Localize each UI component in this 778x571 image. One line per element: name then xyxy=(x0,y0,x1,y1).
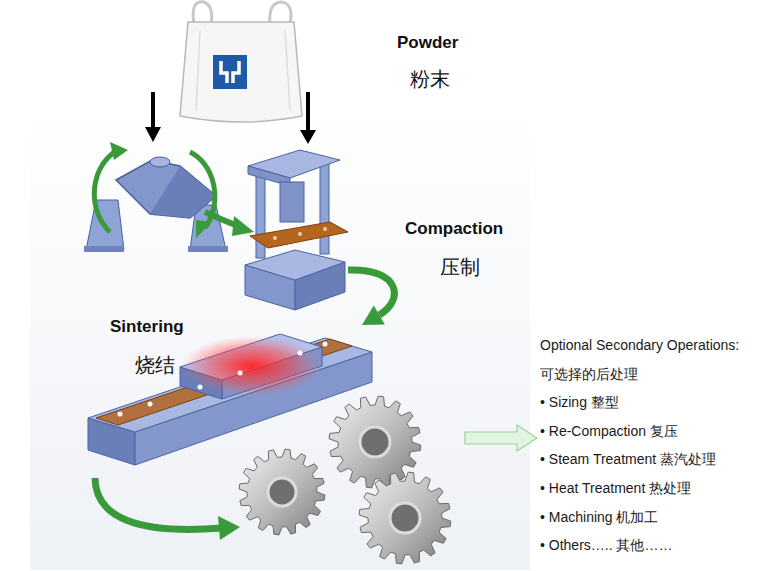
block-arrow xyxy=(465,425,537,451)
transfer-arrow xyxy=(205,212,254,236)
stage-label: Compaction xyxy=(405,218,503,240)
bag-logo-mark xyxy=(221,61,239,83)
bag-logo xyxy=(213,55,247,89)
press-belt xyxy=(250,222,348,248)
operation-item: • Machining 机加工 xyxy=(540,503,659,532)
operation-item: • Others….. 其他…… xyxy=(540,531,672,560)
gear-hole xyxy=(268,478,296,506)
sintering-furnace xyxy=(88,334,372,465)
powder-bag xyxy=(180,2,302,122)
background-panel xyxy=(30,100,530,570)
process-connector xyxy=(300,92,316,144)
gear-hole xyxy=(390,503,420,533)
belt-dot xyxy=(323,342,328,347)
belt-dot xyxy=(198,385,203,390)
operation-item: • Steam Treatment 蒸汽处理 xyxy=(540,445,716,474)
gear xyxy=(239,449,325,535)
process-connector xyxy=(348,270,394,325)
operation-item: • Re-Compaction 复压 xyxy=(540,417,678,446)
feed-arrow xyxy=(145,92,161,142)
feed-arrow-line xyxy=(151,92,155,128)
stage-compaction: Compaction压制 xyxy=(230,142,348,312)
belt-dot xyxy=(148,402,153,407)
furnace-glow xyxy=(182,336,322,396)
arrow-head xyxy=(300,130,316,144)
transfer-arrow-line xyxy=(205,212,238,226)
output-arrow-line xyxy=(95,478,222,529)
operation-item: • Sizing 整型 xyxy=(540,388,619,417)
rotation-arrow xyxy=(94,150,118,232)
stage-label-zh: 压制 xyxy=(440,254,480,280)
stage-sintering: Sintering烧结 xyxy=(80,325,465,565)
bag-loop xyxy=(270,2,291,24)
process-connector xyxy=(465,425,537,451)
press-ram xyxy=(280,182,304,222)
rotation-arrow-head xyxy=(110,142,128,160)
secondary-operations: Optional Secondary Operations:可选择的后处理• S… xyxy=(540,331,739,560)
mixer-cap xyxy=(150,157,170,167)
belt-dot xyxy=(118,412,123,417)
belt-dot xyxy=(273,236,277,240)
transfer-arrow-head xyxy=(232,216,254,236)
operation-item: • Heat Treatment 热处理 xyxy=(540,474,691,503)
mixer-base xyxy=(84,246,124,252)
press xyxy=(245,150,348,310)
operations-heading: Optional Secondary Operations: xyxy=(540,331,739,360)
belt-dot xyxy=(298,351,303,356)
belt-dot xyxy=(323,227,327,231)
stage-label-zh: 烧结 xyxy=(135,352,175,378)
mixer xyxy=(84,142,228,252)
mixer-base xyxy=(188,246,228,252)
stage-label: Powder xyxy=(397,32,458,54)
stage-label-zh: 粉末 xyxy=(410,66,450,92)
arrow-line xyxy=(348,270,394,315)
rotation-arrow-head xyxy=(196,220,212,238)
mixer-drum xyxy=(116,160,216,218)
gears xyxy=(239,396,451,564)
bag-fold xyxy=(196,30,290,110)
press-column xyxy=(320,162,329,254)
feed-arrow-head xyxy=(145,127,161,142)
belt-dot xyxy=(298,232,302,236)
gear-hole xyxy=(360,427,390,457)
bag-body xyxy=(180,22,302,122)
stage-label: Sintering xyxy=(110,316,184,338)
belt-dot xyxy=(238,371,243,376)
bag-loop xyxy=(193,2,212,24)
output-arrow xyxy=(95,478,240,540)
output-arrow-head xyxy=(218,516,240,540)
stage-powder: Powder粉末 xyxy=(145,0,315,92)
operations-heading-zh: 可选择的后处理 xyxy=(540,360,638,389)
arrow-line xyxy=(306,92,310,131)
gear xyxy=(359,472,451,564)
